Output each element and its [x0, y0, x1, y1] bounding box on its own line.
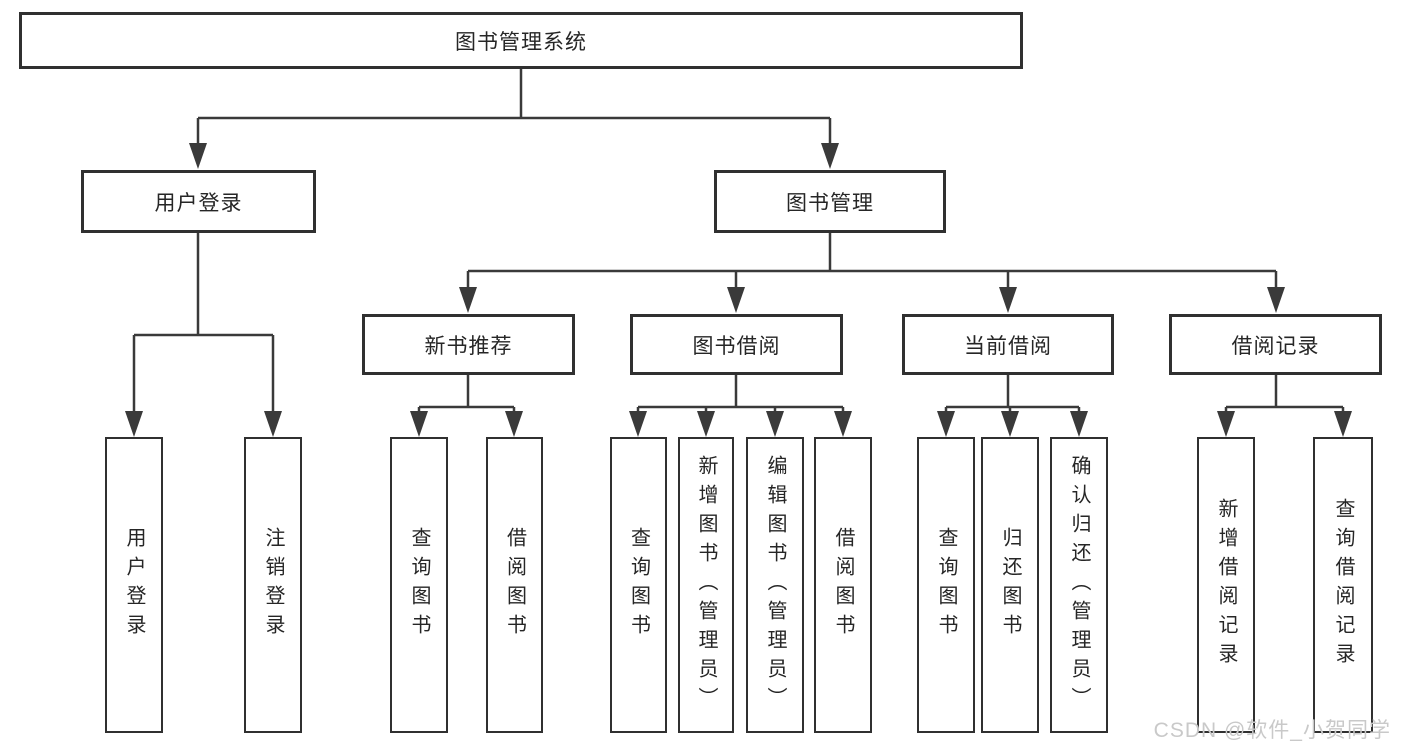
leaf-records-add-record: 新增借阅记录 [1197, 437, 1255, 733]
leaf-current-confirm-return-admin-label: 确认归还（管理员） [1068, 454, 1090, 716]
leaf-recommend-borrow-books: 借阅图书 [486, 437, 543, 733]
node-book-borrow-label: 图书借阅 [692, 334, 781, 358]
connector-recommend-to-leaves [410, 375, 523, 437]
connector-records-to-leaves [1217, 375, 1352, 437]
leaf-borrow-edit-books-admin-label: 编辑图书（管理员） [764, 454, 786, 716]
leaf-borrow-edit-books-admin: 编辑图书（管理员） [746, 437, 804, 733]
leaf-borrow-borrow-books: 借阅图书 [814, 437, 872, 733]
leaf-borrow-query-books: 查询图书 [610, 437, 667, 733]
node-new-book-recommend: 新书推荐 [362, 314, 575, 375]
leaf-current-query-books-label: 查询图书 [935, 527, 957, 643]
leaf-current-return-books-label: 归还图书 [999, 527, 1021, 643]
node-current-borrow-label: 当前借阅 [964, 334, 1052, 358]
leaf-borrow-add-books-admin: 新增图书（管理员） [678, 437, 734, 733]
leaf-records-query-record: 查询借阅记录 [1313, 437, 1373, 733]
leaf-recommend-query-books: 查询图书 [390, 437, 448, 733]
leaf-recommend-query-books-label: 查询图书 [408, 527, 430, 643]
node-borrow-records: 借阅记录 [1169, 314, 1382, 375]
leaf-borrow-borrow-books-label: 借阅图书 [832, 527, 854, 643]
connector-current-to-leaves [937, 375, 1088, 437]
node-root-label: 图书管理系统 [455, 30, 587, 54]
leaf-borrow-add-books-admin-label: 新增图书（管理员） [695, 454, 717, 716]
node-root-library-system: 图书管理系统 [19, 12, 1023, 69]
node-book-management: 图书管理 [714, 170, 946, 233]
leaf-records-add-record-label: 新增借阅记录 [1215, 498, 1237, 672]
leaf-current-return-books: 归还图书 [981, 437, 1039, 733]
node-new-book-recommend-label: 新书推荐 [424, 334, 513, 358]
leaf-current-confirm-return-admin: 确认归还（管理员） [1050, 437, 1108, 733]
leaf-logout-label: 注销登录 [262, 527, 284, 643]
node-user-login: 用户登录 [81, 170, 316, 233]
leaf-recommend-borrow-books-label: 借阅图书 [503, 527, 526, 643]
connector-root-to-level2 [189, 69, 839, 169]
leaf-user-login: 用户登录 [105, 437, 163, 733]
node-user-login-label: 用户登录 [154, 191, 243, 215]
leaf-records-query-record-label: 查询借阅记录 [1332, 498, 1354, 672]
connector-borrow-to-leaves [629, 375, 852, 437]
node-book-management-label: 图书管理 [786, 191, 874, 215]
leaf-borrow-query-books-label: 查询图书 [627, 527, 650, 643]
leaf-logout: 注销登录 [244, 437, 302, 733]
connector-book-management-to-level3 [459, 233, 1285, 313]
csdn-watermark: CSDN @软件_小贺同学 [1153, 719, 1391, 742]
node-borrow-records-label: 借阅记录 [1231, 334, 1320, 358]
connector-user-login-to-leaves [125, 233, 282, 437]
leaf-current-query-books: 查询图书 [917, 437, 975, 733]
node-book-borrow: 图书借阅 [630, 314, 843, 375]
node-current-borrow: 当前借阅 [902, 314, 1114, 375]
leaf-user-login-label: 用户登录 [123, 527, 145, 643]
